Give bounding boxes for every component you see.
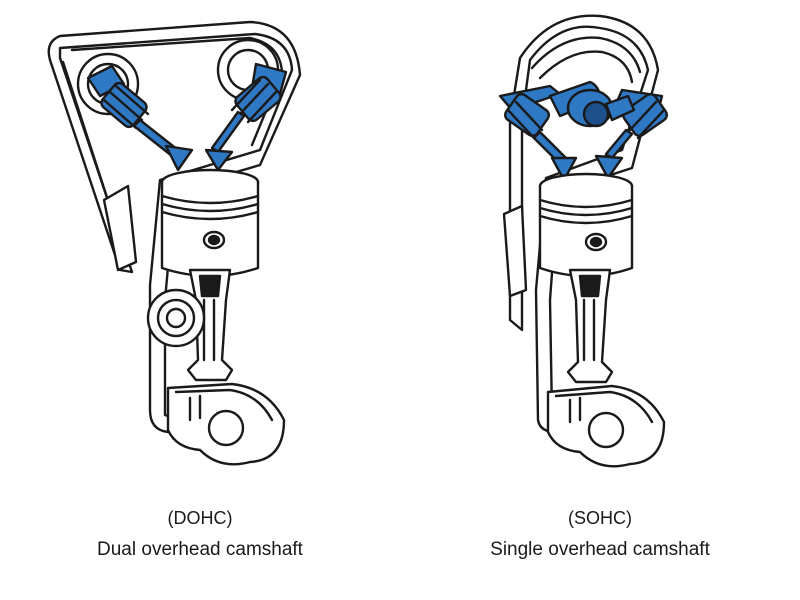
sohc-tensioner <box>502 204 528 298</box>
dohc-right-valve <box>204 62 288 172</box>
dohc-piston <box>160 168 260 278</box>
dohc-label: Dual overhead camshaft <box>97 539 303 560</box>
sohc-engine-illustration <box>498 14 669 468</box>
sohc-label: Single overhead camshaft <box>490 539 710 560</box>
dohc-figure: (DOHC) Dual overhead camshaft <box>47 20 303 560</box>
sohc-camshaft <box>548 80 636 128</box>
sohc-connecting-rod <box>566 268 614 384</box>
sohc-piston <box>538 172 634 278</box>
dohc-abbreviation: (DOHC) <box>167 508 233 528</box>
dohc-tensioner <box>102 184 138 272</box>
sohc-abbreviation: (SOHC) <box>568 508 632 528</box>
sohc-left-rocker-valve <box>498 84 578 182</box>
dohc-connecting-rod <box>186 268 234 382</box>
dohc-left-valve <box>86 64 194 172</box>
dohc-engine-illustration <box>47 20 302 466</box>
sohc-figure: (SOHC) Single overhead camshaft <box>400 0 800 600</box>
